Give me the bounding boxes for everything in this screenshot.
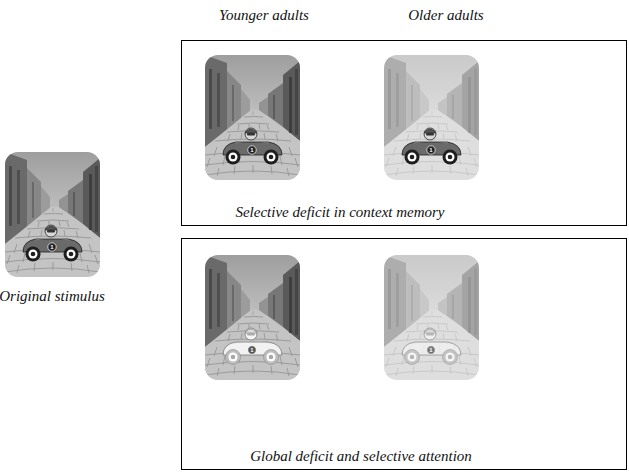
younger-context-image [205, 55, 300, 180]
car-number: 1 [250, 347, 253, 353]
image-caption: Original stimulus [0, 288, 105, 305]
comparison-panel: Selective deficit in context memory [181, 40, 627, 226]
car-number: 1 [429, 347, 432, 353]
column-header: Older adults [408, 7, 483, 24]
panel-caption: Selective deficit in context memory [235, 204, 444, 221]
car-number: 1 [429, 147, 432, 153]
younger-attention-image [205, 255, 300, 380]
column-header: Younger adults [219, 7, 309, 24]
original-stimulus-image [5, 152, 100, 277]
car-number: 1 [250, 147, 253, 153]
older-attention-image [384, 255, 479, 380]
older-context-image [384, 55, 479, 180]
comparison-panel: Global deficit and selective attention [181, 238, 627, 470]
panel-caption: Global deficit and selective attention [250, 448, 472, 465]
car-number: 1 [50, 244, 53, 250]
